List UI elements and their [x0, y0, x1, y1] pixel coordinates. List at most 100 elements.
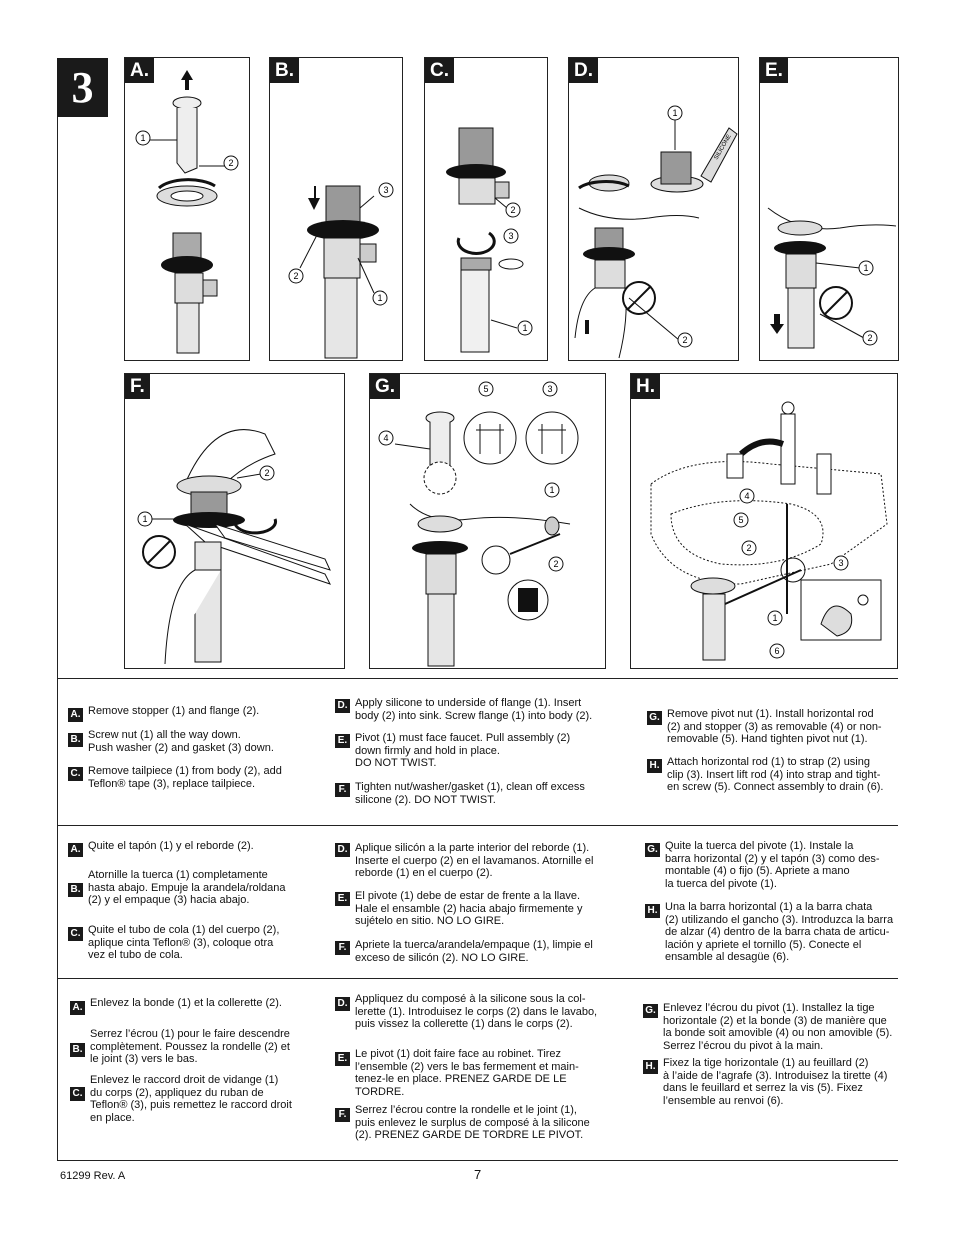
callout-3: 3	[383, 185, 388, 195]
instruction-text: Apriete la tuerca/arandela/empaque (1), …	[355, 939, 593, 964]
french-column-2: D. Appliquez du composé à la silicone so…	[335, 993, 625, 1143]
callout-2: 2	[264, 468, 269, 478]
panel-label: F.	[125, 374, 150, 399]
step-tag: E.	[335, 1052, 350, 1066]
step-tag: A.	[68, 708, 83, 722]
callout-1: 1	[377, 293, 382, 303]
panel-g: G. 4 5 3 1 2	[369, 373, 606, 669]
step-tag: G.	[645, 843, 660, 857]
callout-2: 2	[293, 271, 298, 281]
panel-d: D. SILICONE 1 2	[568, 57, 739, 361]
panel-a: A. 1 2	[124, 57, 250, 361]
step-tag: C.	[68, 927, 83, 941]
instruction-text: Attach horizontal rod (1) to strap (2) u…	[667, 756, 884, 794]
panel-label: D.	[569, 58, 598, 83]
panel-e: E. 1 2	[759, 57, 899, 361]
step-tag: D.	[335, 843, 350, 857]
step-number-badge: 3	[57, 58, 108, 117]
step-tag: A.	[70, 1001, 85, 1015]
step-tag: D.	[335, 997, 350, 1011]
panel-e-illustration: 1 2	[767, 207, 897, 349]
french-column-1: A. Enlevez la bonde (1) et la collerette…	[70, 997, 320, 1147]
instruction-text: Quite la tuerca del pivote (1). Instale …	[665, 840, 880, 890]
instruction-text: Remove tailpiece (1) from body (2), add …	[88, 765, 282, 790]
divider-english	[57, 678, 898, 679]
callout-2: 2	[682, 335, 687, 345]
french-column-3: G. Enlevez l’écrou du pivot (1). Install…	[643, 1002, 913, 1142]
step-tag: B.	[70, 1043, 85, 1057]
instruction-text: Quite el tapón (1) y el reborde (2).	[88, 840, 254, 852]
callout-2: 2	[553, 559, 558, 569]
step-tag: G.	[643, 1004, 658, 1018]
panel-h-illustration: 4 5 2 3 1 6	[650, 401, 888, 661]
instruction-text: Remove stopper (1) and flange (2).	[88, 705, 260, 717]
instruction-text: Enlevez le raccord droit de vidange (1) …	[90, 1074, 292, 1124]
step-tag: G.	[647, 711, 662, 725]
panel-h: H. 4 5 2 3 1 6	[630, 373, 898, 669]
callout-2: 2	[867, 333, 872, 343]
instruction-text: Serrez l’écrou contre la rondelle et le …	[355, 1104, 590, 1142]
panel-label: H.	[631, 374, 660, 399]
panel-b: B. 3 2 1	[269, 57, 403, 361]
panel-label: E.	[760, 58, 788, 83]
instruction-text: Tighten nut/washer/gasket (1), clean off…	[355, 781, 585, 806]
divider-spanish	[57, 825, 898, 826]
callout-3: 4	[383, 433, 388, 443]
step-tag: E.	[335, 734, 350, 748]
panel-d-illustration: SILICONE 1 2	[574, 105, 738, 359]
panel-label: C.	[425, 58, 454, 83]
divider-french	[57, 978, 898, 979]
panel-f: F. 2 1	[124, 373, 345, 669]
callout-1: 1	[672, 108, 677, 118]
instruction-text: Appliquez du composé à la silicone sous …	[355, 993, 598, 1031]
instruction-text: Serrez l’écrou (1) pour le faire descend…	[90, 1028, 290, 1066]
instruction-text: Apply silicone to underside of flange (1…	[355, 697, 593, 722]
callout-2: 2	[510, 205, 515, 215]
instruction-text: Le pivot (1) doit faire face au robinet.…	[355, 1048, 579, 1098]
callout-2: 2	[228, 158, 233, 168]
callout-4: 5	[483, 384, 488, 394]
panel-c: C. 2 3 1	[424, 57, 548, 361]
step-tag: F.	[335, 783, 350, 797]
panel-label: G.	[370, 374, 401, 399]
callout-1: 1	[772, 613, 777, 623]
instruction-text: Quite el tubo de cola (1) del cuerpo (2)…	[88, 924, 280, 962]
panel-c-illustration: 2 3 1	[446, 127, 533, 353]
instruction-text: Fixez la tige horizontale (1) au feuilla…	[663, 1057, 888, 1107]
step-tag: C.	[68, 767, 83, 781]
instruction-text: Screw nut (1) all the way down. Push was…	[88, 729, 274, 754]
callout-1: 1	[549, 485, 554, 495]
divider-footer	[57, 1160, 898, 1161]
panel-g-illustration: 4 5 3 1 2	[378, 381, 579, 667]
instruction-text: Una la barra horizontal (1) a la barra c…	[665, 901, 894, 964]
spanish-column-3: G. Quite la tuerca del pivote (1). Insta…	[645, 840, 915, 970]
step-tag: F.	[335, 941, 350, 955]
step-tag: F.	[335, 1108, 350, 1122]
callout-4: 4	[744, 491, 749, 501]
panel-b-illustration: 3 2 1	[288, 182, 394, 359]
panel-a-illustration: 1 2	[135, 70, 239, 354]
page-number: 7	[474, 1167, 482, 1182]
instruction-text: Enlevez la bonde (1) et la collerette (2…	[90, 997, 282, 1009]
instruction-text: Atornille la tuerca (1) completamente ha…	[88, 869, 286, 907]
step-tag: C.	[70, 1087, 85, 1101]
callout-1: 1	[140, 133, 145, 143]
instruction-text: Pivot (1) must face faucet. Pull assembl…	[355, 732, 571, 770]
step-tag: H.	[647, 759, 662, 773]
frame-left-rule	[57, 117, 58, 1160]
callout-3: 3	[508, 231, 513, 241]
callout-1: 1	[142, 514, 147, 524]
callout-1: 1	[522, 323, 527, 333]
step-tag: B.	[68, 733, 83, 747]
step-tag: H.	[645, 904, 660, 918]
english-column-1: A. Remove stopper (1) and flange (2). B.…	[68, 705, 318, 815]
document-number: 61299 Rev. A	[60, 1170, 126, 1182]
instruction-text: Aplique silicón a la parte interior del …	[355, 842, 594, 880]
step-tag: B.	[68, 883, 83, 897]
callout-6: 6	[774, 646, 779, 656]
panel-label: A.	[125, 58, 154, 83]
step-tag: H.	[643, 1060, 658, 1074]
spanish-column-1: A. Quite el tapón (1) y el reborde (2). …	[68, 840, 318, 970]
callout-5: 3	[547, 384, 552, 394]
instruction-text: El pivote (1) debe de estar de frente a …	[355, 890, 583, 928]
